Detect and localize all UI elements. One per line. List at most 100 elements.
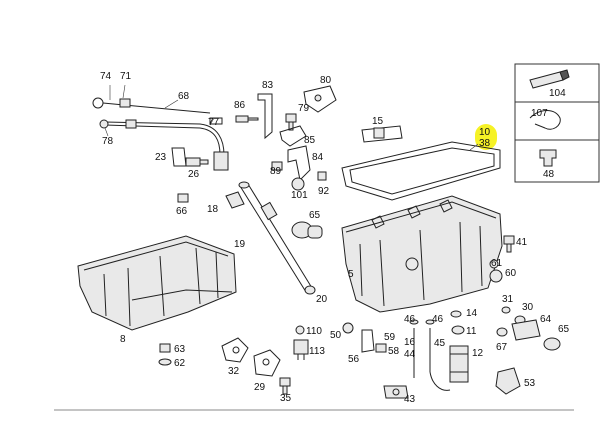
bolt-89-icon — [271, 161, 283, 171]
lower-pan-base — [131, 289, 233, 301]
lower-oil-pan: 8 — [77, 235, 237, 345]
washer-61-icon — [489, 259, 499, 269]
lower-pan-ribs — [103, 247, 219, 327]
tube-bracket — [209, 117, 223, 125]
suction-tube — [239, 183, 313, 293]
callout-12: 12 — [472, 348, 484, 359]
callout-45: 45 — [434, 338, 446, 349]
sensor-wire — [429, 371, 451, 391]
callout-66: 66 — [176, 206, 188, 217]
callout-highlight — [475, 124, 497, 150]
callout-38: 38 — [479, 138, 491, 149]
cover-29 — [253, 349, 281, 377]
callout-11: 11 — [466, 326, 477, 337]
bracket-56 — [361, 329, 375, 353]
callout-67: 67 — [496, 342, 508, 353]
tube-seal-icon — [99, 119, 109, 129]
bolt-92-icon — [317, 171, 327, 181]
tube-fitting-18 — [225, 191, 245, 209]
callout-44: 44 — [404, 349, 416, 360]
callout-16: 16 — [404, 337, 416, 348]
tube-connector — [125, 119, 137, 129]
center-bottom-parts: 50 56 59 58 — [330, 322, 400, 365]
callout-101: 101 — [291, 190, 308, 201]
washer-110-icon — [295, 325, 305, 335]
dipstick-tube-inner — [104, 121, 225, 156]
callout-64: 64 — [540, 314, 552, 325]
callout-84: 84 — [312, 152, 324, 163]
clip-15 — [361, 125, 403, 143]
bottom-left-parts: 63 62 32 29 35 — [158, 337, 292, 404]
callout-58: 58 — [388, 346, 400, 357]
upper-pan-fittings: 41 61 60 — [489, 235, 528, 283]
pickup-65-neck — [307, 225, 323, 239]
bolt-41-icon — [503, 235, 515, 253]
cover-32-hole — [232, 346, 240, 354]
ring-11 — [451, 325, 465, 335]
callout-18: 18 — [207, 204, 219, 215]
callout-29: 29 — [254, 382, 266, 393]
callout-63: 63 — [174, 344, 186, 355]
clip-15-tab — [373, 127, 385, 139]
bolt-80-icon — [314, 94, 322, 102]
dipstick-assembly: 74 71 68 78 77 — [92, 71, 229, 171]
sidebox-107 — [514, 101, 600, 141]
seal-31 — [501, 306, 511, 314]
callout-50: 50 — [330, 330, 342, 341]
callout-31: 31 — [502, 294, 514, 305]
callout-85: 85 — [304, 135, 316, 146]
dipstick-ring-icon — [92, 97, 104, 109]
callout-79: 79 — [298, 103, 310, 114]
callout-80: 80 — [320, 75, 332, 86]
callout-59: 59 — [384, 332, 396, 343]
misc-left-parts: 23 26 66 — [155, 147, 209, 217]
valve-64 — [511, 319, 541, 341]
filter-group: 14 11 12 — [449, 308, 484, 383]
callout-60: 60 — [505, 268, 517, 279]
callout-77: 77 — [208, 117, 220, 128]
tube-end-fitting — [213, 151, 229, 171]
callout-19: 19 — [234, 239, 246, 250]
seal-ring-20 — [304, 285, 316, 295]
bolt-35-icon — [279, 377, 291, 395]
tube-clamp — [260, 201, 278, 221]
callout-46b: 46 — [432, 314, 444, 325]
callout-30: 30 — [522, 302, 534, 313]
callout-8: 8 — [120, 334, 126, 345]
callout-41: 41 — [516, 237, 528, 248]
bolt-26-icon — [185, 157, 209, 167]
seal-67 — [496, 327, 508, 337]
plug-66-icon — [177, 193, 189, 203]
callout-23: 23 — [155, 152, 167, 163]
lower-pan-rim — [83, 241, 229, 271]
plug-60-icon — [489, 269, 503, 283]
sidebox-48 — [514, 139, 600, 183]
callout-61: 61 — [491, 258, 503, 269]
callout-65b: 65 — [558, 324, 570, 335]
clip-85 — [279, 125, 307, 147]
o-ring-46a — [409, 319, 419, 325]
callout-78: 78 — [102, 136, 114, 147]
sidebox-group: 104 107 48 — [514, 63, 600, 183]
sidebox-104 — [514, 63, 600, 103]
upper-pan-bosses — [371, 199, 453, 229]
bracket-84 — [287, 145, 311, 182]
callout-10: 10 — [479, 127, 491, 138]
washer-62-icon — [158, 358, 172, 366]
sensor-43-hole — [392, 388, 400, 396]
level-sensor-group: 46 46 16 44 45 43 — [383, 314, 451, 405]
callout-104: 104 — [549, 88, 566, 99]
bracket-83 — [257, 93, 273, 140]
sensor-110-group: 110 113 — [293, 325, 325, 360]
callout-32: 32 — [228, 366, 240, 377]
callout-20: 20 — [316, 294, 328, 305]
callout-14: 14 — [466, 308, 478, 319]
bracket-group: 83 80 86 79 85 84 89 101 92 — [234, 75, 337, 201]
gasket-group: 15 10 38 — [341, 116, 501, 201]
callout-26: 26 — [188, 169, 200, 180]
callout-62: 62 — [174, 358, 186, 369]
callout-56: 56 — [348, 354, 360, 365]
nut-101-icon — [291, 177, 305, 191]
dipstick-handle — [119, 98, 131, 108]
